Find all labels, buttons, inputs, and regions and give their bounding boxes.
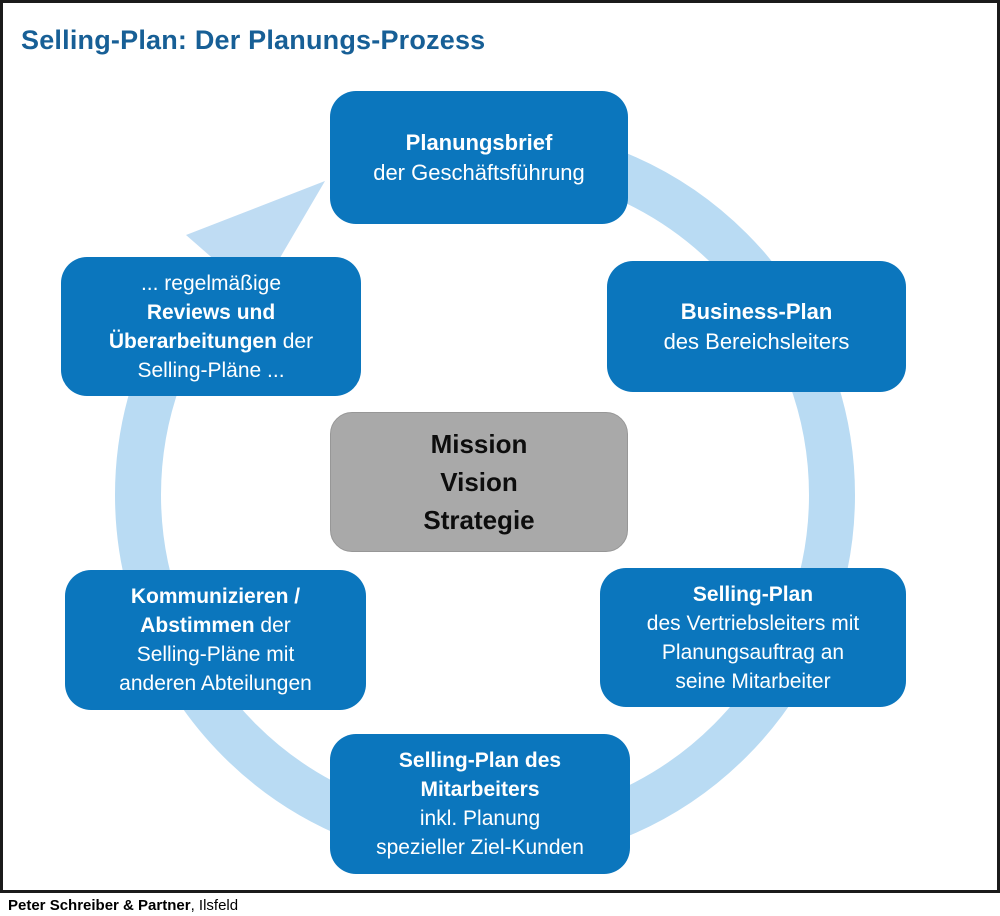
box-line: Kommunizieren / [130,585,301,608]
center-box-mission-vision-strategie: Mission Vision Strategie [330,412,628,552]
box-selling-plan-mitarbeiter: Selling-Plan des Mitarbeiters inkl. Plan… [330,734,630,874]
box-business-plan: Business-Plan des Bereichsleiters [607,261,906,392]
box-line: ... regelmäßige [140,271,282,295]
box-line: Business-Plan [680,298,833,324]
footer-location: , Ilsfeld [190,897,239,914]
box-line: Selling-Pläne ... [137,358,285,382]
center-line: Vision [440,467,518,497]
center-line: Strategie [423,505,535,535]
box-line: Überarbeitungen der [108,329,314,353]
footer-company: Peter Schreiber & Partner [8,897,191,914]
box-line: Abstimmen der [140,614,291,637]
box-line: seine Mitarbeiter [675,669,831,693]
footer-credit: Peter Schreiber & Partner, Ilsfeld [8,897,238,914]
page-title: Selling-Plan: Der Planungs-Prozess [21,25,486,55]
box-line: inkl. Planung [419,807,541,830]
center-line: Mission [430,429,528,459]
diagram-frame: Selling-Plan: Der Planungs-Prozess Planu… [0,0,1000,893]
box-line: Selling-Pläne mit [136,643,295,666]
box-line: Planungsauftrag an [661,640,845,664]
box-line: der Geschäftsführung [373,159,585,185]
box-selling-plan-vertriebsleiter: Selling-Plan des Vertriebsleiters mit Pl… [600,568,906,707]
box-kommunizieren-abstimmen: Kommunizieren / Abstimmen der Selling-Pl… [65,570,366,710]
box-planungsbrief: Planungsbrief der Geschäftsführung [330,91,628,224]
box-line: Mitarbeiters [420,778,540,801]
box-line: Planungsbrief [405,129,553,155]
cycle-arrowhead-icon [186,181,325,297]
box-reviews-ueberarbeitungen: ... regelmäßige Reviews und Überarbeitun… [61,257,361,396]
box-line: Selling-Plan des [398,749,562,772]
box-line: spezieller Ziel-Kunden [376,836,584,859]
box-line: Reviews und [146,300,276,324]
box-line: des Bereichsleiters [663,328,850,354]
box-line: des Vertriebsleiters mit [646,611,860,635]
box-line: anderen Abteilungen [119,672,312,695]
box-line: Selling-Plan [692,582,814,606]
